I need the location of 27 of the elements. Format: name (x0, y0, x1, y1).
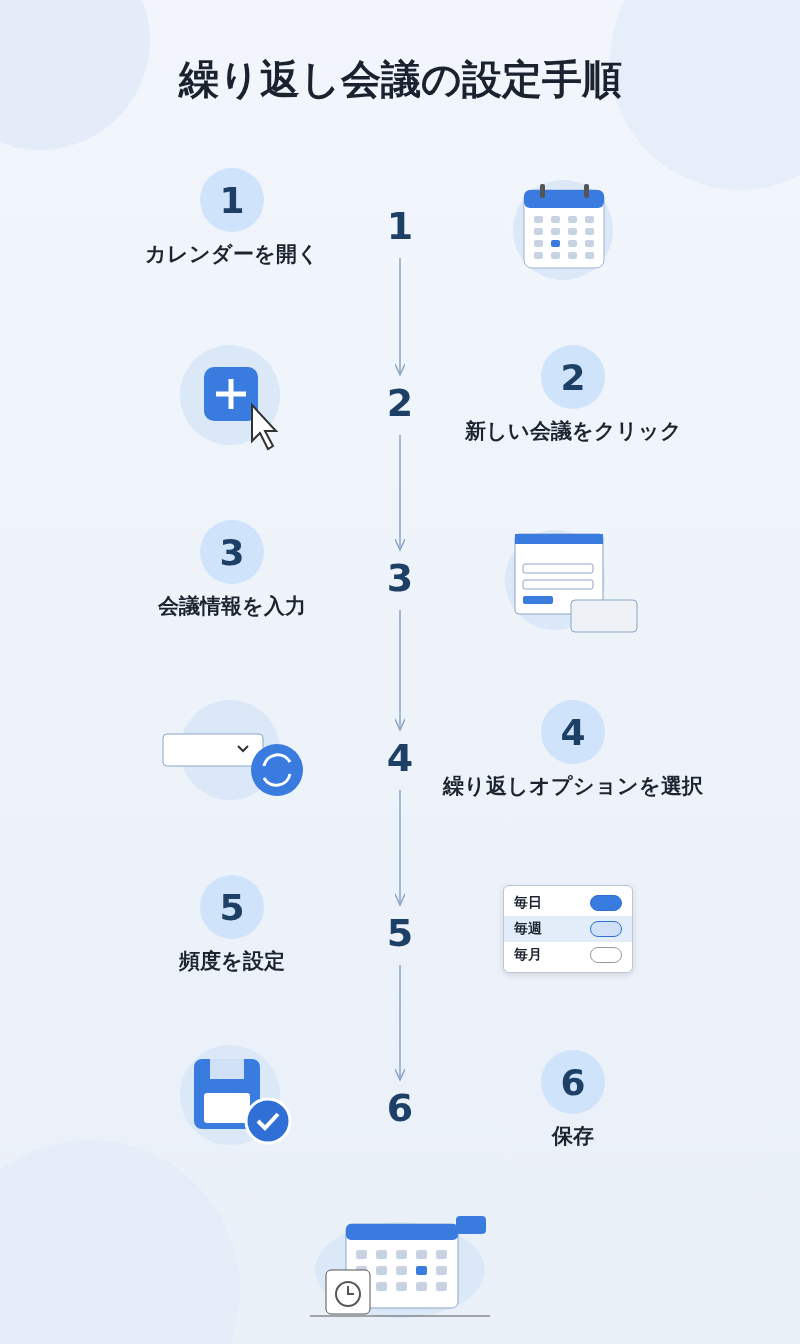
option-label: 毎日 (514, 894, 542, 912)
option-label: 毎週 (514, 920, 542, 938)
step-number: 2 (370, 381, 430, 425)
title: 繰り返し会議の設定手順 (177, 55, 623, 104)
step-label: 繰り返しオプションを選択 (441, 773, 704, 800)
step-label: カレンダーを開く (144, 241, 320, 268)
step-label: 保存 (550, 1123, 595, 1150)
step-number: 3 (370, 556, 430, 600)
arrow (394, 964, 406, 1081)
step-number-badge: 2 (541, 345, 605, 409)
step-number: 1 (370, 204, 430, 248)
step-label: 会議情報を入力 (157, 593, 307, 620)
step-label: 頻度を設定 (178, 948, 286, 975)
arrow (394, 789, 406, 906)
step-label: 新しい会議をクリック (463, 418, 683, 445)
arrow (394, 609, 406, 731)
option-label: 毎月 (514, 946, 542, 964)
step-number: 4 (370, 736, 430, 780)
arrow (394, 257, 406, 376)
step-number-badge: 6 (541, 1050, 605, 1114)
step-number-badge: 5 (200, 875, 264, 939)
step-number-badge: 1 (200, 168, 264, 232)
step-number: 5 (370, 911, 430, 955)
arrow (394, 434, 406, 551)
step-number: 6 (370, 1086, 430, 1130)
step-number-badge: 4 (541, 700, 605, 764)
step-number-badge: 3 (200, 520, 264, 584)
